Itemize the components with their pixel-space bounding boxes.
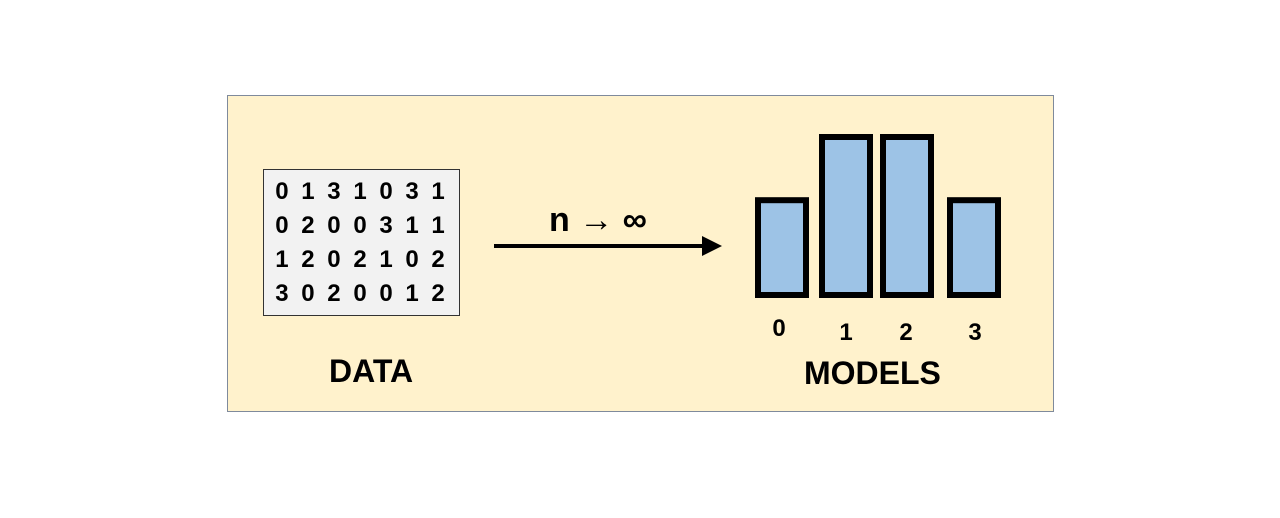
bar-tick-label: 2 [899,319,913,346]
bar-tick-label: 3 [968,319,982,346]
data-matrix-row: 3 0 2 0 0 1 2 [275,280,448,307]
model-bar-3 [947,197,1001,298]
models-caption: MODELS [804,355,941,391]
bar-tick-label: 0 [772,315,786,342]
data-caption: DATA [329,353,414,389]
data-matrix-row: 1 2 0 2 1 0 2 [275,246,448,273]
model-bar-2 [880,134,934,298]
data-matrix-row: 0 2 0 0 3 1 1 [275,212,448,239]
bar-tick-label: 1 [839,319,853,346]
data-matrix-box: 0 1 3 1 0 3 1 0 2 0 0 3 1 1 1 2 0 2 1 0 … [263,169,460,316]
models-bar-chart [755,134,1001,298]
data-matrix-row: 0 1 3 1 0 3 1 [275,178,448,205]
model-bar-1 [819,134,873,298]
model-bar-0 [755,197,809,298]
right-arrow-icon [494,236,722,256]
arrow-label: n → ∞ [549,201,647,239]
